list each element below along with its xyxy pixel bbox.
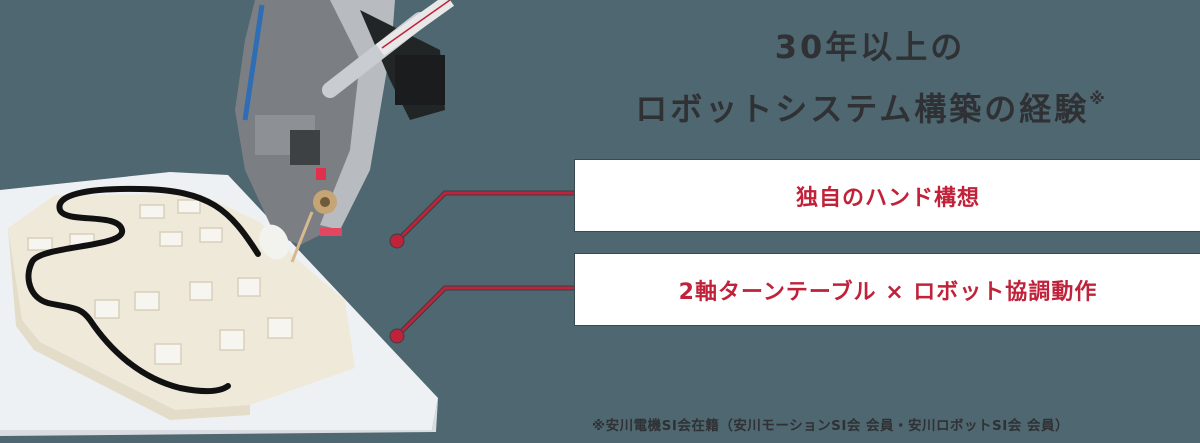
- headline-line-2: ロボットシステム構築の経験※: [620, 78, 1120, 140]
- feature-label-hand-design: 独自のハンド構想: [795, 185, 980, 211]
- headline-line-2-text: ロボットシステム構築の経験: [635, 90, 1090, 128]
- headline-line-1: 30年以上の: [774, 28, 966, 66]
- footnote-mark: ※: [1089, 89, 1105, 108]
- feature-box-hand-design: 独自のハンド構想: [576, 161, 1200, 230]
- feature-label-turntable-coordination: 2軸ターンテーブル × ロボット協調動作: [678, 279, 1098, 305]
- headline: 30年以上の ロボットシステム構築の経験※: [620, 16, 1120, 140]
- robot-photo: [0, 0, 455, 436]
- feature-box-turntable-coordination: 2軸ターンテーブル × ロボット協調動作: [576, 255, 1200, 324]
- footnote: ※安川電機SI会在籍（安川モーションSI会 会員・安川ロボットSI会 会員）: [592, 418, 1069, 434]
